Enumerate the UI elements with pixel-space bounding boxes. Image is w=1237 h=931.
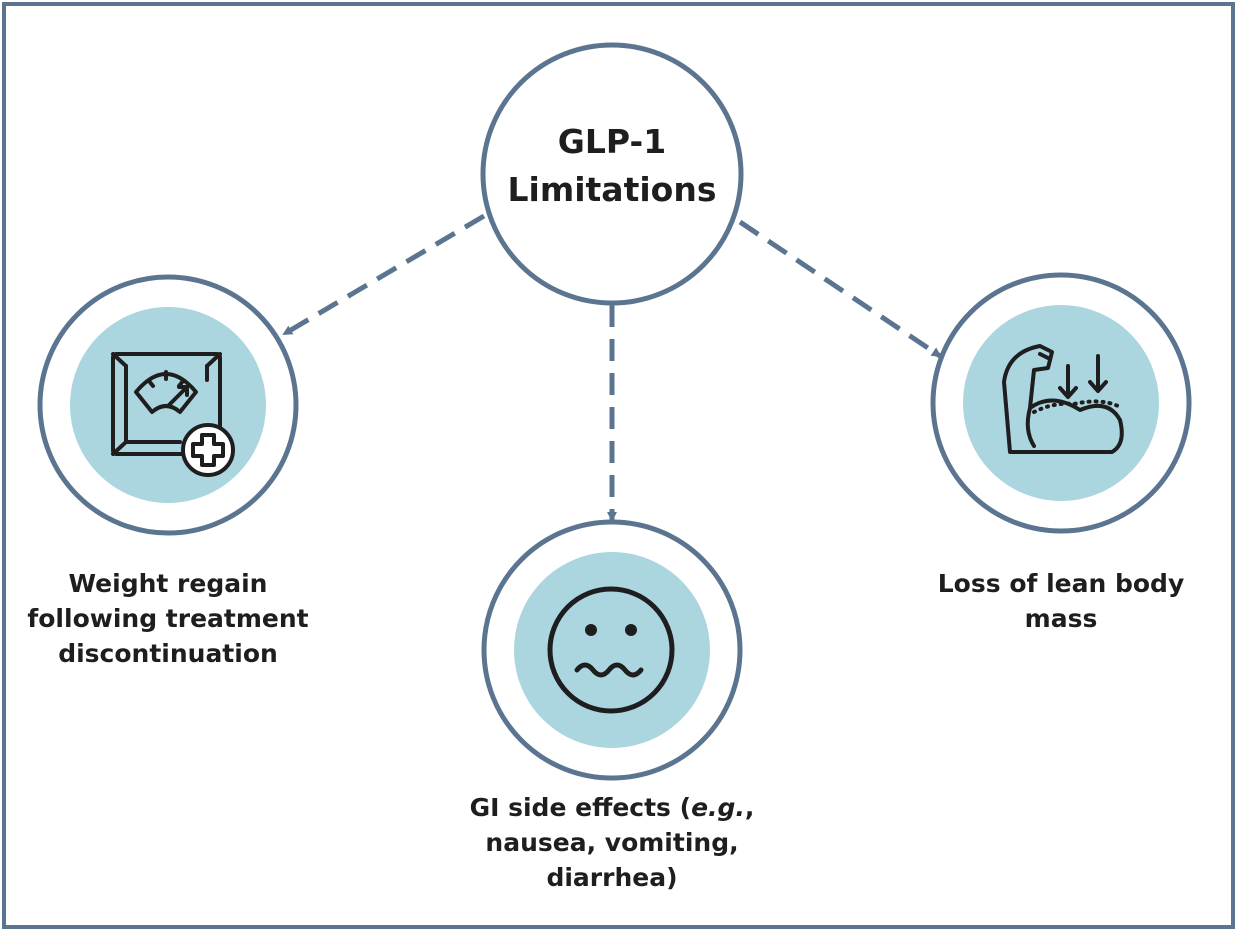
weight-regain-label: Weight regain following treatment discon…	[18, 566, 318, 671]
flexed-arm-muscle-loss-icon	[1002, 344, 1124, 454]
gi-label-line3: diarrhea)	[546, 863, 678, 892]
center-title-line1: GLP-1	[557, 122, 667, 161]
weight-label-line2: following treatment	[27, 604, 309, 633]
weight-scale-plus-icon	[111, 352, 235, 477]
center-title-line2: Limitations	[507, 170, 717, 209]
gi-label-line2: nausea, vomiting,	[485, 828, 739, 857]
center-title: GLP-1 Limitations	[482, 118, 742, 214]
weight-regain-node	[37, 274, 299, 536]
lean-mass-node	[930, 272, 1192, 534]
lean-label-line1: Loss of lean body	[937, 569, 1185, 598]
gi-label-eg: e.g.	[691, 793, 745, 822]
gi-label-prefix: GI side effects (	[469, 793, 692, 822]
weight-label-line1: Weight regain	[68, 569, 268, 598]
weight-label-line3: discontinuation	[58, 639, 278, 668]
queasy-face-icon	[547, 586, 675, 714]
gi-label-suffix: ,	[744, 793, 755, 822]
lean-label-line2: mass	[1024, 604, 1098, 633]
gi-side-effects-node	[481, 519, 743, 781]
lean-mass-label: Loss of lean body mass	[911, 566, 1211, 636]
arrow-to-weight-regain	[282, 213, 486, 337]
arrow-to-lean-mass-loss	[738, 219, 942, 359]
gi-side-effects-label: GI side effects (e.g., nausea, vomiting,…	[442, 790, 782, 895]
center-node	[480, 42, 744, 306]
gi-label-line1: GI side effects (e.g.,	[442, 790, 782, 825]
